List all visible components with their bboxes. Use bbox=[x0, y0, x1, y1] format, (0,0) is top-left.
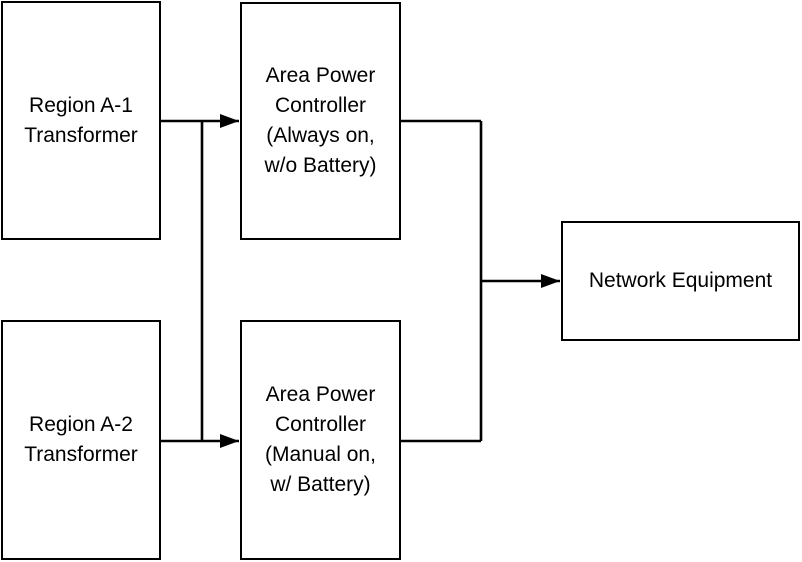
node-network-equipment-label: Network Equipment bbox=[588, 269, 773, 292]
node-area-power-controller-manual-on-label: Area Power Controller (Manual on, w/ Bat… bbox=[265, 383, 376, 496]
node-area-power-controller-always-on-label: Area Power Controller (Always on, w/o Ba… bbox=[264, 64, 377, 177]
node-region-a1-transformer: Region A-1 Transformer bbox=[1, 1, 161, 240]
node-region-a2-transformer: Region A-2 Transformer bbox=[1, 320, 161, 560]
node-region-a2-transformer-label: Region A-2 Transformer bbox=[24, 413, 138, 466]
node-area-power-controller-manual-on: Area Power Controller (Manual on, w/ Bat… bbox=[240, 320, 401, 560]
node-network-equipment: Network Equipment bbox=[561, 221, 800, 341]
node-region-a1-transformer-label: Region A-1 Transformer bbox=[24, 93, 138, 147]
node-area-power-controller-always-on: Area Power Controller (Always on, w/o Ba… bbox=[240, 2, 401, 240]
